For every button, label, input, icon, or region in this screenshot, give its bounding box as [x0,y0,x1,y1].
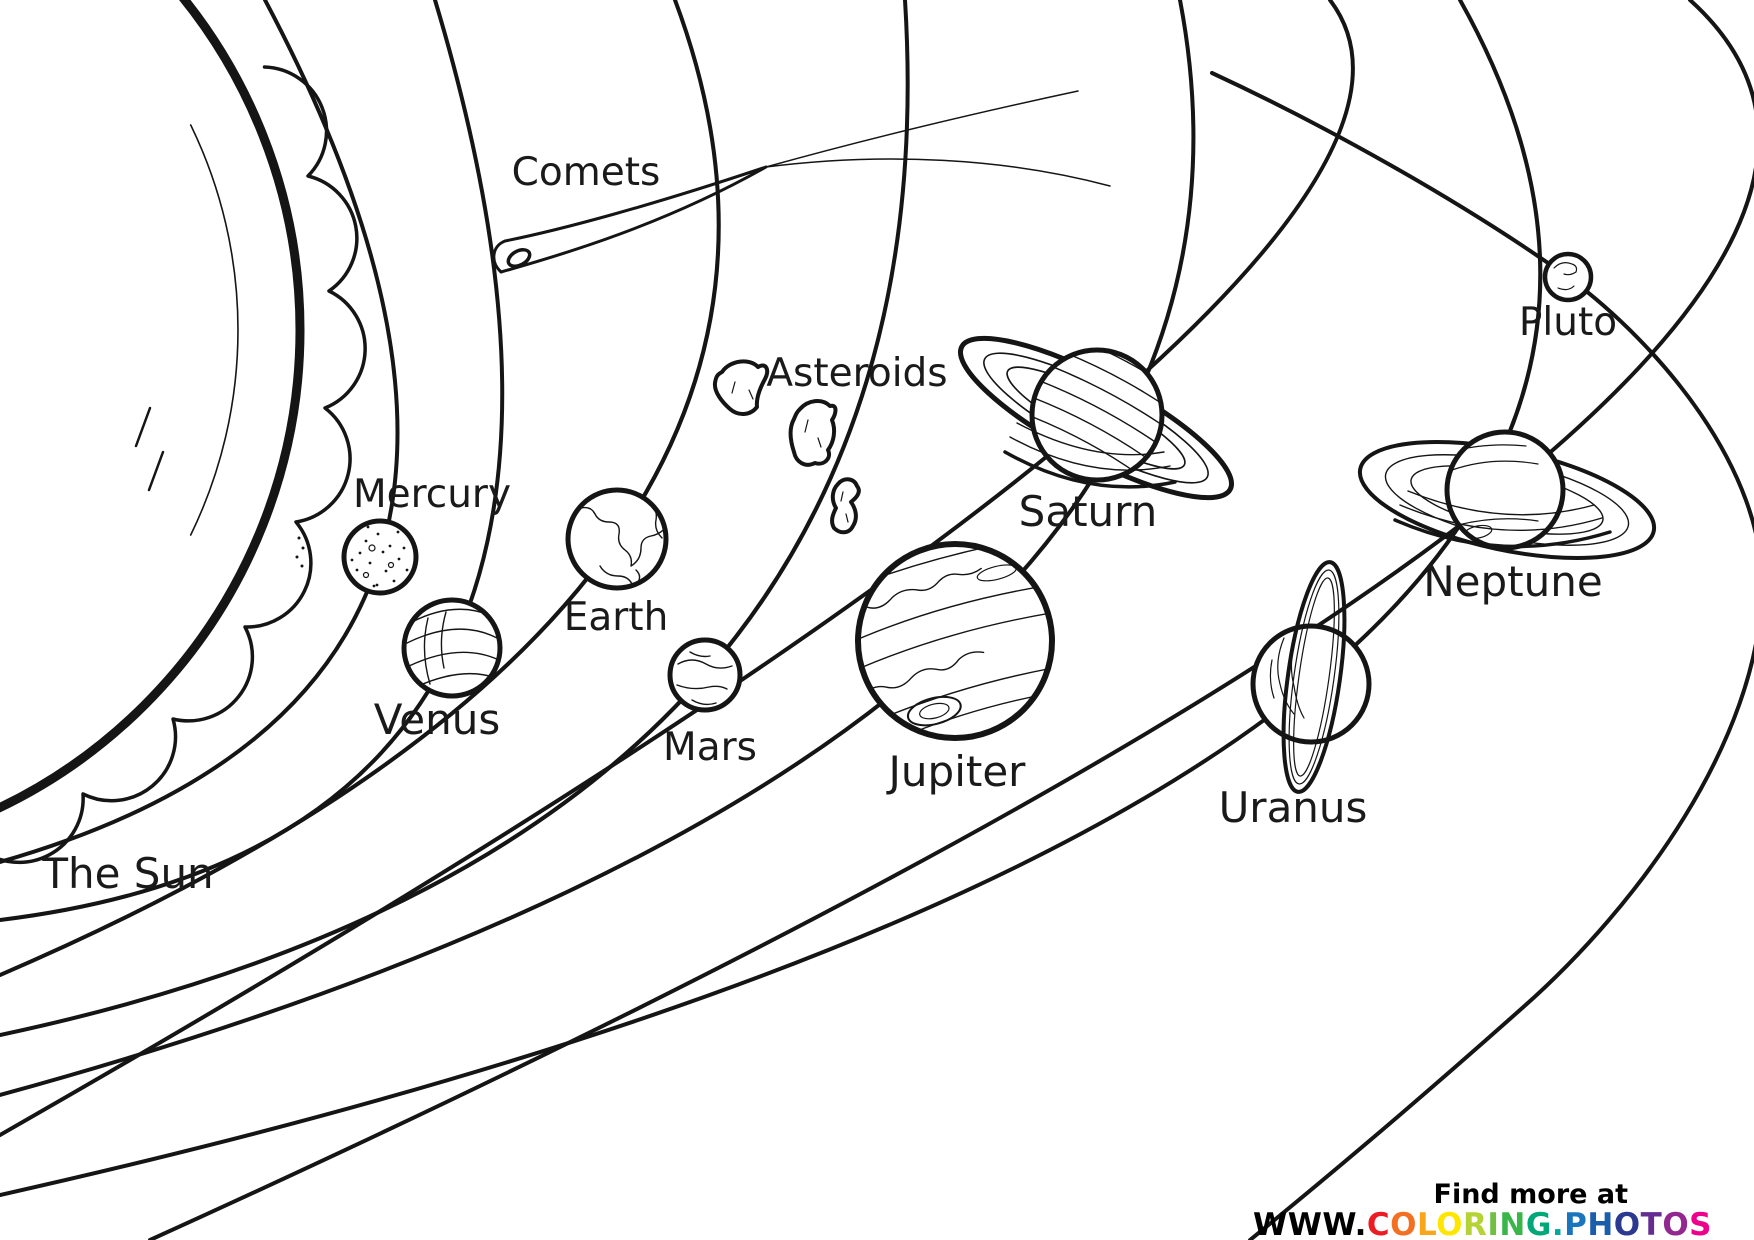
sun-speckles [295,536,305,568]
watermark-url-letter: I [1487,1207,1500,1240]
neptune-disk [1444,429,1566,551]
label-comets: Comets [512,150,661,195]
watermark-url-letter: L [1416,1207,1437,1240]
watermark-url-letter: T [1640,1207,1663,1240]
watermark-url-letter: G [1525,1207,1552,1240]
sun-tick-marks [134,406,165,492]
comet [492,90,1111,274]
uranus-disk [1250,623,1372,745]
planet-mars [667,637,743,713]
uranus-rings [1281,560,1347,794]
jupiter-disk [855,541,1055,741]
comet-coma-outline [492,165,768,274]
watermark-url-letter: H [1587,1207,1614,1240]
asteroid-3-detail [840,491,849,523]
comet-nucleus [506,248,532,268]
planet-uranus [1250,560,1372,794]
pluto-disk [1542,251,1594,303]
neptune-rings-front [1393,490,1612,549]
label-uranus: Uranus [1219,783,1368,832]
watermark-tagline: Find more at [1433,1179,1628,1210]
planet-earth [565,487,669,591]
asteroid-2 [788,399,838,467]
watermark: Find more at WWW.COLORING.PHOTOS [1253,1179,1712,1240]
planet-mercury [341,518,419,596]
label-mercury: Mercury [353,472,511,517]
sun [0,0,367,865]
planet-saturn [957,335,1235,501]
orbit-pluto [1210,71,1754,1240]
watermark-url-letter: . [1551,1207,1565,1240]
planet-pluto [1542,251,1594,303]
watermark-url-letter: O [1436,1207,1463,1240]
mars-disk [667,637,743,713]
earth-disk [565,487,669,591]
saturn-rings-front [1003,422,1177,489]
watermark-url-letter: W [1253,1207,1288,1240]
watermark-url-letter: O [1662,1207,1690,1240]
watermark-url-letter: O [1613,1207,1641,1240]
planet-venus [401,597,503,699]
orbit-mercury [0,0,400,864]
label-pluto: Pluto [1519,300,1617,345]
watermark-url-letter: P [1564,1207,1588,1240]
asteroid-2-detail [804,419,822,448]
orbit-saturn [0,0,1355,1137]
label-venus: Venus [374,695,500,744]
venus-disk [401,597,503,699]
sun-flames [0,65,367,865]
planet-jupiter [855,541,1055,741]
asteroid-3 [830,477,861,535]
planet-neptune [1357,429,1657,561]
mercury-disk [341,518,419,596]
sun-inner-arc [189,124,239,536]
label-neptune: Neptune [1423,557,1602,606]
asteroid-1 [712,359,770,416]
asteroid-1-detail [731,381,754,400]
mars-surface [676,651,733,706]
object-labels: Comets Asteroids Mercury Venus Earth Mar… [41,150,1617,898]
watermark-url-letter: W [1287,1207,1323,1240]
watermark-url-letter: N [1499,1207,1526,1240]
watermark-url-letter: C [1366,1207,1391,1240]
watermark-url: WWW.COLORING.PHOTOS [1253,1209,1712,1240]
sun-limb [0,0,305,813]
watermark-url-letter: R [1463,1207,1488,1240]
watermark-url-letter: S [1689,1207,1712,1240]
watermark-url-letter: O [1390,1207,1417,1240]
label-mars: Mars [663,725,757,770]
label-earth: Earth [564,595,669,640]
mercury-craters [350,525,409,588]
asteroid-belt [712,359,861,535]
comet-tail-lines [765,90,1111,187]
watermark-url-letter: . [1354,1207,1367,1240]
label-saturn: Saturn [1019,487,1158,536]
label-asteroids: Asteroids [766,351,947,396]
saturn-disk [1029,347,1165,483]
pluto-surface [1553,262,1578,291]
label-sun: The Sun [41,849,213,898]
orbit-venus [0,0,505,922]
label-jupiter: Jupiter [886,747,1027,796]
watermark-url-letter: W [1322,1207,1355,1240]
